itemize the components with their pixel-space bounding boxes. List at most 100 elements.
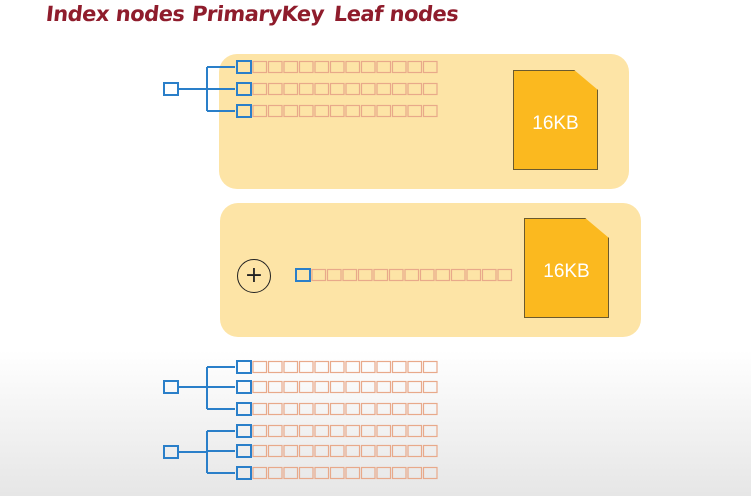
bottom-group-2-row-1-leaf-cell bbox=[422, 424, 438, 438]
bottom-group-1-row-1-leaf-cell bbox=[422, 360, 438, 374]
bottom-group-2-row-3-leaf-cell bbox=[267, 466, 283, 480]
top-group-row-2-key bbox=[236, 82, 252, 96]
bottom-group-2-row-1-leaf-cell bbox=[298, 424, 314, 438]
bottom-group-1-row-1-leaf-cell bbox=[314, 360, 330, 374]
bottom-group-1-row-1-leaf-cell bbox=[376, 360, 392, 374]
bottom-group-1-row-3-leaf-cell bbox=[407, 402, 423, 416]
bottom-group-2-row-2-leaf-cell bbox=[298, 444, 314, 458]
top-group-row-3-leaf-cell bbox=[376, 104, 392, 118]
new-page-leaf-cell bbox=[342, 268, 358, 282]
top-group-row-1-leaf-cell bbox=[422, 60, 438, 74]
bottom-group-1-row-2-leaf-cell bbox=[360, 380, 376, 394]
bottom-group-1-row-3-leaf-cell bbox=[267, 402, 283, 416]
bottom-group-2-row-3-leaf-cell bbox=[422, 466, 438, 480]
new-page-leaf-cell bbox=[404, 268, 420, 282]
new-page-leaf-cell bbox=[311, 268, 327, 282]
top-group-row-3-leaf-cell bbox=[391, 104, 407, 118]
top-group-row-2-leaf-cell bbox=[391, 82, 407, 96]
bottom-group-1-row-1-leaf-cell bbox=[298, 360, 314, 374]
new-page-leaf-cell bbox=[419, 268, 435, 282]
bottom-group-2-row-3-leaf-cell bbox=[407, 466, 423, 480]
bottom-group-1-row-1-leaf-cell bbox=[283, 360, 299, 374]
bottom-group-2-row-1-leaf-cell bbox=[267, 424, 283, 438]
bottom-group-2-row-2-key bbox=[236, 444, 252, 458]
bottom-group-1-row-2-key bbox=[236, 380, 252, 394]
top-group-row-1-leaf-cell bbox=[391, 60, 407, 74]
new-page-key bbox=[295, 268, 311, 282]
top-group-row-3-leaf-cell bbox=[329, 104, 345, 118]
bottom-group-1-row-3-leaf-cell bbox=[360, 402, 376, 416]
bottom-group-2-row-2-leaf-cell bbox=[376, 444, 392, 458]
bottom-group-1-row-1-leaf-cell bbox=[252, 360, 268, 374]
bottom-group-1-row-3-leaf-cell bbox=[376, 402, 392, 416]
bottom-group-2-row-2-leaf-cell bbox=[267, 444, 283, 458]
top-group-row-1-leaf-cell bbox=[298, 60, 314, 74]
top-group-row-3-leaf-cell bbox=[252, 104, 268, 118]
top-group-row-2-leaf-cell bbox=[376, 82, 392, 96]
top-group-row-1-leaf-cell bbox=[407, 60, 423, 74]
bottom-group-2-row-1-leaf-cell bbox=[376, 424, 392, 438]
bottom-group-2-row-2-leaf-cell bbox=[407, 444, 423, 458]
page-size-label-1: 16KB bbox=[532, 113, 579, 134]
top-group-row-3-leaf-cell bbox=[422, 104, 438, 118]
top-group-row-3-leaf-cell bbox=[345, 104, 361, 118]
top-group-row-1-leaf-cell bbox=[283, 60, 299, 74]
top-group-row-2-leaf-cell bbox=[298, 82, 314, 96]
top-group-row-2-leaf-cell bbox=[360, 82, 376, 96]
bottom-group-1-row-3-leaf-cell bbox=[314, 402, 330, 416]
bottom-group-2-row-1-leaf-cell bbox=[391, 424, 407, 438]
bottom-group-1-row-2-leaf-cell bbox=[252, 380, 268, 394]
new-page-leaf-cell bbox=[388, 268, 404, 282]
bottom-group-2-index-node bbox=[163, 445, 179, 459]
bottom-group-2-row-1-leaf-cell bbox=[345, 424, 361, 438]
bottom-group-1-row-3-leaf-cell bbox=[391, 402, 407, 416]
top-group-row-2-leaf-cell bbox=[252, 82, 268, 96]
bottom-group-2-row-2-leaf-cell bbox=[252, 444, 268, 458]
top-group-row-3-leaf-cell bbox=[314, 104, 330, 118]
top-group-row-2-leaf-cell bbox=[407, 82, 423, 96]
bottom-group-1-row-1-leaf-cell bbox=[407, 360, 423, 374]
bottom-group-2-row-1-leaf-cell bbox=[252, 424, 268, 438]
top-group-row-3-leaf-cell bbox=[407, 104, 423, 118]
new-page-leaf-cell bbox=[357, 268, 373, 282]
bottom-group-1-row-2-leaf-cell bbox=[376, 380, 392, 394]
bottom-group-2-row-3-leaf-cell bbox=[283, 466, 299, 480]
bottom-group-1-row-1-leaf-cell bbox=[329, 360, 345, 374]
bottom-group-1-row-3-leaf-cell bbox=[298, 402, 314, 416]
new-page-leaf-cell bbox=[481, 268, 497, 282]
bottom-group-1-row-3-leaf-cell bbox=[422, 402, 438, 416]
bottom-group-1-row-3-leaf-cell bbox=[252, 402, 268, 416]
bottom-group-2-row-1-leaf-cell bbox=[329, 424, 345, 438]
bottom-group-2-row-2-leaf-cell bbox=[329, 444, 345, 458]
bottom-group-2-row-2-leaf-cell bbox=[283, 444, 299, 458]
bottom-group-1-row-2-leaf-cell bbox=[345, 380, 361, 394]
bottom-group-2-row-3-leaf-cell bbox=[345, 466, 361, 480]
top-group-row-1-leaf-cell bbox=[252, 60, 268, 74]
bottom-group-1-row-3-leaf-cell bbox=[345, 402, 361, 416]
top-group-row-1-leaf-cell bbox=[345, 60, 361, 74]
top-group-row-2-leaf-cell bbox=[345, 82, 361, 96]
bottom-group-1-index-node bbox=[163, 380, 179, 394]
top-group-row-1-leaf-cell bbox=[329, 60, 345, 74]
bottom-group-2-row-1-leaf-cell bbox=[283, 424, 299, 438]
bottom-group-2-row-2-leaf-cell bbox=[314, 444, 330, 458]
bottom-group-1-row-2-leaf-cell bbox=[422, 380, 438, 394]
top-group-row-2-leaf-cell bbox=[267, 82, 283, 96]
page-size-label-2: 16KB bbox=[543, 261, 590, 282]
bottom-group-2-row-1-key bbox=[236, 424, 252, 438]
bottom-group-1-row-2-leaf-cell bbox=[407, 380, 423, 394]
new-page-leaf-cell bbox=[497, 268, 513, 282]
bottom-group-1-row-1-leaf-cell bbox=[360, 360, 376, 374]
top-group-row-1-leaf-cell bbox=[376, 60, 392, 74]
bottom-group-2-row-3-leaf-cell bbox=[329, 466, 345, 480]
page-size-block-2: 16KB bbox=[524, 218, 609, 318]
bottom-group-2-row-1-leaf-cell bbox=[314, 424, 330, 438]
bottom-group-1-row-1-leaf-cell bbox=[345, 360, 361, 374]
top-group-row-3-leaf-cell bbox=[267, 104, 283, 118]
bottom-group-2-row-1-leaf-cell bbox=[360, 424, 376, 438]
top-group-row-2-leaf-cell bbox=[329, 82, 345, 96]
top-group-row-1-leaf-cell bbox=[360, 60, 376, 74]
bottom-group-1-row-1-leaf-cell bbox=[391, 360, 407, 374]
bottom-group-2-row-3-leaf-cell bbox=[360, 466, 376, 480]
